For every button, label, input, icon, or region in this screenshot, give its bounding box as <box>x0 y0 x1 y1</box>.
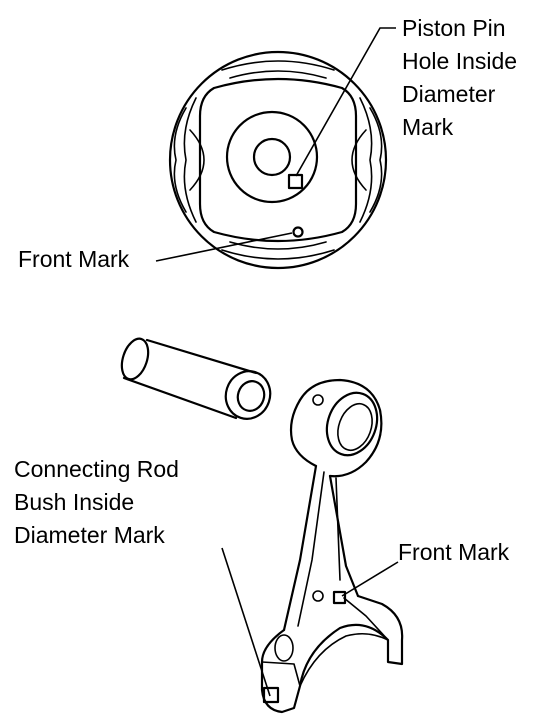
leader-piston-front-mark <box>155 232 293 262</box>
rod-shank-left <box>282 464 318 632</box>
label-rod-front-mark: Front Mark <box>398 539 510 565</box>
piston-left-skirt <box>183 97 197 223</box>
rod-small-end-bore <box>325 391 379 457</box>
label-piston-front-mark: Front Mark <box>18 246 130 272</box>
piston-top-view <box>168 50 388 270</box>
piston-pin <box>120 337 272 420</box>
rod-front-mark-box <box>332 590 347 605</box>
leader-piston-pin-mark <box>295 27 396 177</box>
leader-rod-front-mark <box>341 561 399 597</box>
pin-left-end <box>120 337 150 381</box>
rod-small-end <box>298 378 383 478</box>
piston-pin-diameter-mark <box>287 173 304 190</box>
pin-right-end <box>224 370 272 420</box>
piston-top-relief <box>221 60 335 71</box>
rod-shank-right <box>328 474 360 598</box>
piston-bottom-relief <box>221 249 335 260</box>
label-piston-pin-mark: Piston Pin Hole Inside Diameter Mark <box>402 15 523 140</box>
piston-front-mark-dot <box>292 226 304 238</box>
connecting-rod <box>260 378 404 714</box>
pin-bore <box>236 380 266 412</box>
piston-crown-outline <box>198 77 358 243</box>
piston-bowl-outer <box>225 110 319 204</box>
leader-rod-bush-mark <box>221 547 271 697</box>
piston-outer-rim <box>168 50 388 270</box>
piston-bowl-inner <box>252 137 292 177</box>
piston-right-skirt <box>359 97 373 223</box>
rod-big-end <box>260 594 404 714</box>
label-rod-bush-mark: Connecting Rod Bush Inside Diameter Mark <box>14 456 185 548</box>
rod-oil-hole <box>312 394 324 406</box>
rod-bolt-hole <box>274 634 294 662</box>
rod-bush-diameter-mark <box>262 686 280 704</box>
